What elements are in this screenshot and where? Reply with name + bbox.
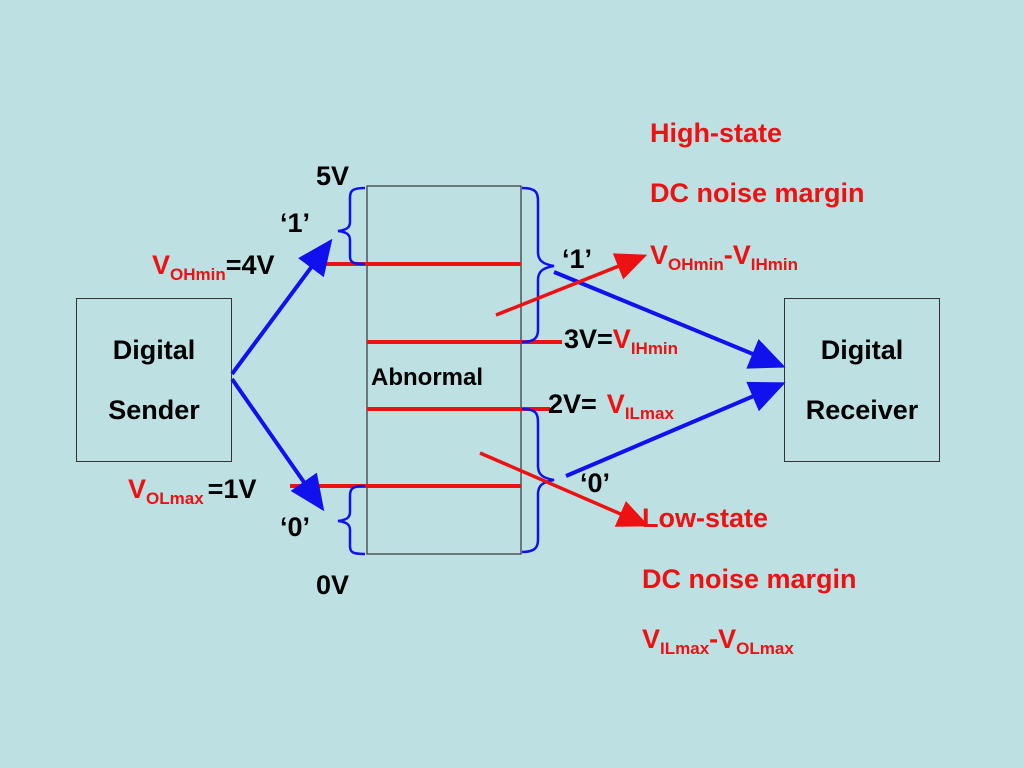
vol-label: VOLmax=1V xyxy=(128,474,257,508)
low-margin-arrow xyxy=(479,451,650,527)
low-formula-a: V xyxy=(642,624,661,654)
voh-label: VOHmin=4V xyxy=(152,250,275,284)
high-formula-b-sub: IHmin xyxy=(750,255,798,274)
receiver-low-brace xyxy=(521,407,555,554)
vih-prefix: 3V= xyxy=(564,324,613,354)
vih-v: V xyxy=(612,324,631,354)
sender-low-brace xyxy=(337,484,366,556)
vil-label: 2V= VILmax xyxy=(548,389,674,423)
low-margin-subtitle: DC noise margin xyxy=(642,564,857,594)
receiver-zero-label: ‘0’ xyxy=(580,468,611,498)
low-formula-a-sub: ILmax xyxy=(660,639,710,658)
voh-v: V xyxy=(152,250,171,280)
high-margin-subtitle: DC noise margin xyxy=(650,178,865,208)
low-margin-title: Low-state xyxy=(642,503,769,533)
high-margin-title: High-state xyxy=(650,118,783,148)
receiver-label-line2: Receiver xyxy=(805,395,919,425)
low-margin-formula: VILmax-VOLmax xyxy=(642,624,794,658)
high-formula-dash: -V xyxy=(723,240,751,270)
bottom-voltage-label: 0V xyxy=(316,570,350,600)
receiver-high-brace xyxy=(521,186,555,344)
receiver-one-label: ‘1’ xyxy=(562,244,593,274)
vol-eq: =1V xyxy=(207,474,257,504)
vil-prefix: 2V= xyxy=(548,389,597,419)
one-to-receiver-arrow xyxy=(553,270,786,369)
abnormal-label: Abnormal xyxy=(371,364,484,391)
sender-label-line2: Sender xyxy=(108,395,200,425)
digital-receiver-box: Digital Receiver xyxy=(784,298,940,462)
sender-to-zero-arrow xyxy=(230,377,325,512)
high-margin-formula: VOHmin-VIHmin xyxy=(650,240,798,274)
high-formula-a: V xyxy=(650,240,669,270)
vol-v: V xyxy=(128,474,147,504)
zero-to-receiver-arrow xyxy=(565,381,786,478)
digital-sender-box: Digital Sender xyxy=(76,298,232,462)
vih-label: 3V=VIHmin xyxy=(564,324,679,358)
low-formula-dash: -V xyxy=(709,624,737,654)
sender-one-label: ‘1’ xyxy=(280,208,311,238)
sender-label-line1: Digital xyxy=(112,335,196,365)
abnormal-region-box xyxy=(366,185,522,555)
sender-zero-label: ‘0’ xyxy=(280,512,311,542)
sender-to-one-arrow xyxy=(230,238,333,376)
low-formula-b-sub: OLmax xyxy=(736,639,794,658)
high-margin-arrow xyxy=(495,253,648,317)
vil-sub: ILmax xyxy=(624,404,674,423)
voh-sub: OHmin xyxy=(170,265,226,284)
sender-high-brace xyxy=(337,186,366,266)
vil-v: V xyxy=(606,389,625,419)
top-voltage-label: 5V xyxy=(316,161,350,191)
vih-sub: IHmin xyxy=(630,339,679,358)
voh-eq: =4V xyxy=(225,250,275,280)
receiver-label-line1: Digital xyxy=(820,335,904,365)
high-formula-a-sub: OHmin xyxy=(668,255,724,274)
vol-sub: OLmax xyxy=(146,489,204,508)
